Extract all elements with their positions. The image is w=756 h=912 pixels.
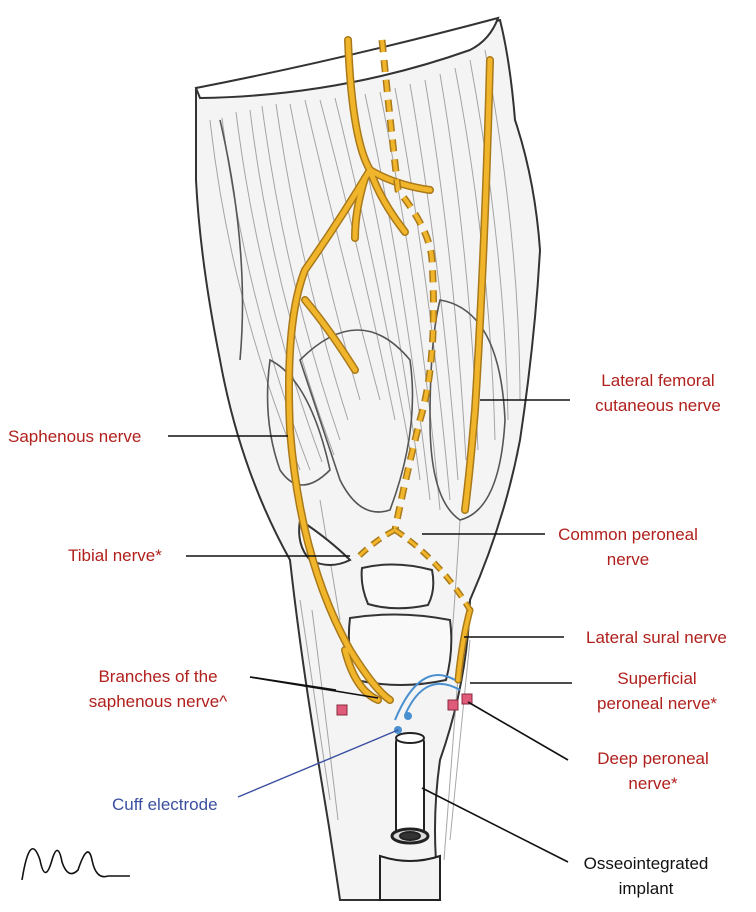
- label-line: Osseointegrated: [583, 854, 709, 873]
- osseointegrated-implant: [379, 732, 441, 901]
- label-branches-of-saphenous-nerve: Branches of the saphenous nerve^: [68, 664, 248, 714]
- nerves-dashed: [352, 39, 473, 612]
- cuff-electrode-leader: [237, 729, 399, 798]
- label-line: Lateral femoral: [601, 371, 715, 390]
- label-saphenous-nerve: Saphenous nerve: [8, 427, 142, 446]
- cuff-electrodes: [336, 674, 473, 734]
- label-cuff-electrode: Cuff electrode: [112, 795, 218, 814]
- label-line: Common peroneal: [558, 525, 698, 544]
- label-line: Deep peroneal: [597, 749, 709, 768]
- electrode-pink: [461, 693, 473, 705]
- label-line: cutaneous nerve: [595, 396, 721, 415]
- electrode-blue: [404, 712, 412, 720]
- saphenous-nerve: [286, 37, 393, 703]
- label-line: nerve: [606, 550, 650, 569]
- lateral-sural-nerve: [456, 608, 472, 682]
- femoral-branch: [302, 297, 358, 373]
- label-line: Branches of the: [98, 667, 218, 686]
- femoral-branch: [367, 167, 408, 235]
- electrode-pink: [336, 704, 348, 716]
- label-line: implant: [618, 879, 674, 898]
- label-lateral-femoral-cutaneous-nerve: Lateral femoral cutaneous nerve: [578, 368, 738, 418]
- femoral-branch: [352, 175, 368, 241]
- leader-lines: [168, 399, 572, 863]
- label-line: saphenous nerve^: [88, 692, 228, 711]
- lateral-femoral-cutaneous-nerve: [462, 57, 493, 513]
- label-deep-peroneal-nerve: Deep peroneal nerve*: [568, 746, 738, 796]
- artist-signature: [21, 847, 130, 881]
- label-osseointegrated-implant: Osseointegrated implant: [566, 851, 726, 901]
- label-common-peroneal-nerve: Common peroneal nerve: [548, 522, 708, 572]
- label-lateral-sural-nerve: Lateral sural nerve: [586, 628, 727, 647]
- label-line: Superficial: [617, 669, 697, 688]
- nerves-solid: [285, 36, 494, 704]
- label-line: peroneal nerve*: [596, 694, 718, 713]
- label-superficial-peroneal-nerve: Superficial peroneal nerve*: [572, 666, 742, 716]
- label-line: nerve*: [628, 774, 678, 793]
- electrode-pink: [447, 699, 459, 711]
- knee-structures: [298, 518, 453, 686]
- label-tibial-nerve: Tibial nerve*: [68, 546, 162, 565]
